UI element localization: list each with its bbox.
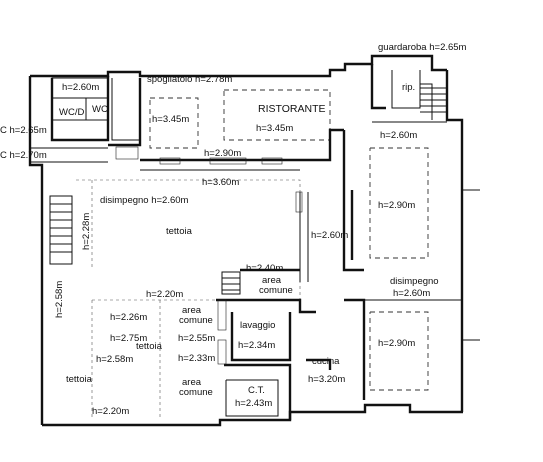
- label-area-comune-3a: area: [182, 377, 202, 388]
- label-h234: h=2.34m: [238, 340, 275, 351]
- label-h233: h=2.33m: [178, 353, 215, 364]
- label-h290-mid: h=2.90m: [204, 148, 241, 159]
- label-ct: C.T.: [248, 385, 265, 396]
- wc-block: [30, 76, 142, 163]
- ristorante-hall: [140, 89, 344, 171]
- label-h360: h=3.60m: [202, 177, 239, 188]
- label-h240: h=2.40m: [246, 263, 283, 274]
- right-wing: [342, 130, 480, 400]
- label-guardaroba: guardaroba h=2.65m: [378, 42, 467, 53]
- room-labels: guardaroba h=2.65m spogliatoio h=2.78m r…: [0, 42, 467, 417]
- label-h260-right: h=2.60m: [380, 130, 417, 141]
- label-h228: h=2.28m: [81, 213, 92, 250]
- label-h258-vert: h=2.58m: [54, 281, 65, 318]
- label-tettoia-main: tettoia: [166, 226, 193, 237]
- label-ristorante: RISTORANTE: [258, 103, 325, 115]
- label-wcd: WC/D: [59, 107, 84, 118]
- outer-walls: [28, 54, 464, 427]
- label-h258-horiz: h=2.58m: [96, 354, 133, 365]
- label-cucina: cucina: [312, 356, 340, 367]
- label-h345-left: h=3.45m: [152, 114, 189, 125]
- label-area-comune-3b: comune: [179, 387, 213, 398]
- label-h290-right: h=2.90m: [378, 200, 415, 211]
- label-area-comune-1a: area: [262, 275, 282, 286]
- label-h260-disimp: h=2.60m: [393, 288, 430, 299]
- label-h260-corr: h=2.60m: [311, 230, 348, 241]
- label-area-comune-2b: comune: [179, 315, 213, 326]
- label-h320: h=3.20m: [308, 374, 345, 385]
- label-wc: WC: [92, 104, 108, 115]
- label-h290-cucina: h=2.90m: [378, 338, 415, 349]
- label-tettoia-small: tettoia: [136, 341, 163, 352]
- tettoia-left: [49, 179, 301, 420]
- label-h255: h=2.55m: [178, 333, 215, 344]
- label-h275: h=2.75m: [110, 333, 147, 344]
- label-lavaggio: lavaggio: [240, 320, 275, 331]
- label-rip: rip.: [402, 82, 415, 93]
- label-h220-bottom: h=2.20m: [92, 406, 129, 417]
- label-h243: h=2.43m: [235, 398, 272, 409]
- label-h226: h=2.26m: [110, 312, 147, 323]
- label-disimpegno-left: disimpegno h=2.60m: [100, 195, 189, 206]
- rip-block: [370, 64, 447, 123]
- central-corridor: [216, 191, 316, 314]
- label-c270: C h=2.70m: [0, 150, 47, 161]
- label-disimpegno-right: disimpegno: [390, 276, 439, 287]
- service-block-bottom: [217, 299, 332, 420]
- label-h260-top: h=2.60m: [62, 82, 99, 93]
- label-spogliatoio: spogliatoio h=2.78m: [147, 74, 232, 85]
- label-c265: C h=2.65m: [0, 125, 47, 136]
- label-h345-center: h=3.45m: [256, 123, 293, 134]
- label-area-comune-2a: area: [182, 305, 202, 316]
- label-tettoia-bottom: tettoia: [66, 374, 93, 385]
- label-h220-mid: h=2.20m: [146, 289, 183, 300]
- label-area-comune-1b: comune: [259, 285, 293, 296]
